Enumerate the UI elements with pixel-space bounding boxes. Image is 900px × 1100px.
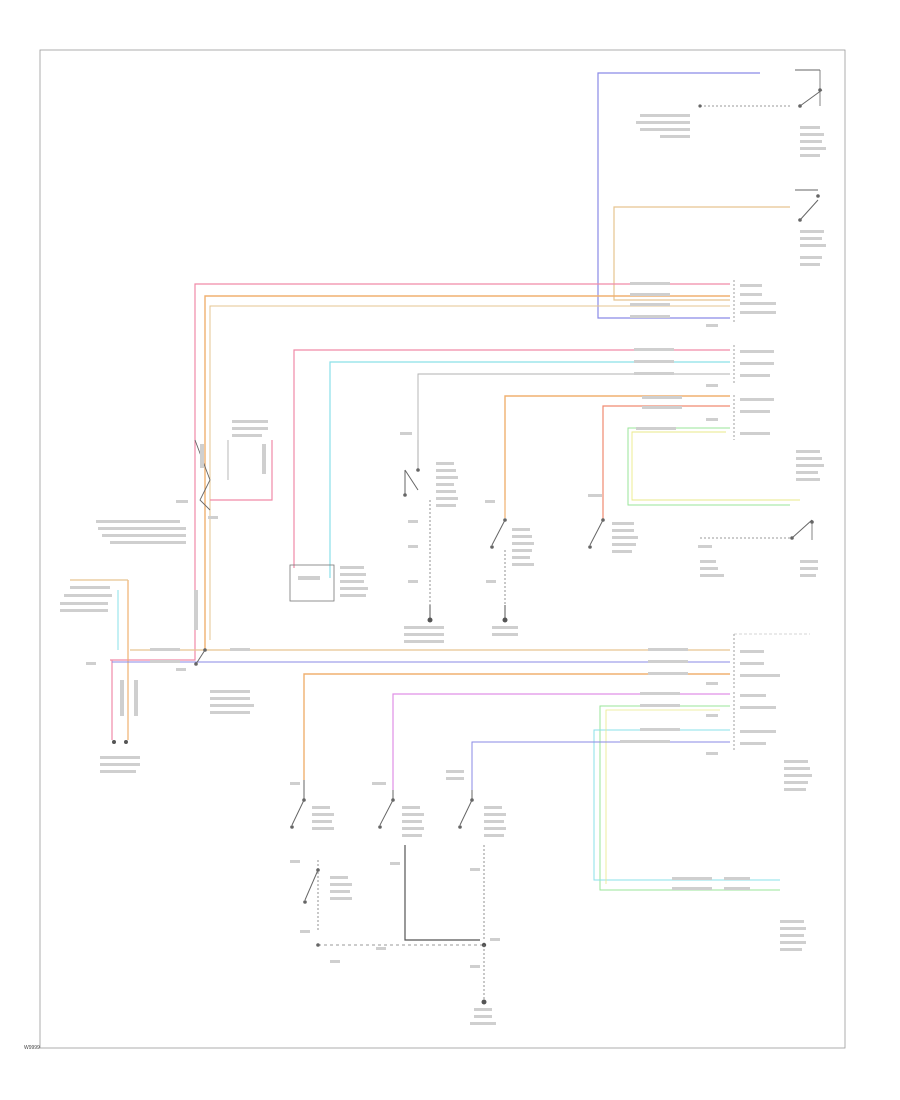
left-lower-switch [194, 590, 207, 666]
right-switch-lower [698, 519, 818, 577]
connector-block-5 [706, 692, 776, 755]
diagram-border [39, 49, 846, 1049]
label-block-right-mid [796, 450, 824, 481]
label-block-top-left [636, 114, 690, 138]
label-block-second [800, 230, 826, 266]
lower-switch-2 [372, 782, 480, 941]
wire-tan-second-switch [613, 206, 790, 301]
wire-orange-block-3a [504, 395, 730, 500]
diagram-code: W9999 [24, 1045, 40, 1051]
wire-pink-main [110, 283, 730, 661]
wire-green-block-5a [599, 705, 780, 891]
wire-yellow-block-5 [605, 709, 720, 884]
right-bottom-tags [672, 877, 806, 951]
left-far-connector [60, 579, 140, 773]
connector-block-3 [706, 395, 774, 440]
connector-block-1 [706, 280, 776, 327]
connector-block-4 [706, 633, 810, 690]
wire-tags-block-3 [636, 396, 682, 430]
label-block-top-right [800, 126, 826, 157]
second-switch [795, 189, 820, 222]
wire-yellow-block-3 [631, 431, 800, 501]
wire-blue-block-5 [471, 741, 730, 790]
wire-orange-main [204, 295, 730, 650]
wire-orange-block-4 [303, 673, 730, 780]
wire-cyan-block-2 [329, 361, 730, 578]
module-box [289, 564, 368, 602]
left-top-connector [96, 420, 273, 544]
wire-gray-block-2 [417, 373, 730, 440]
wire-green-block-3 [627, 427, 790, 506]
wire-cyan-block-5 [593, 729, 780, 881]
center-ground-1 [404, 605, 444, 643]
top-right-switch [698, 69, 823, 108]
wire-violet-block-5 [392, 693, 730, 790]
wire-tags-block-5 [620, 692, 680, 743]
lower-switch-3 [446, 770, 506, 940]
label-block-right-lower [784, 760, 812, 791]
middle-switch [485, 500, 534, 636]
center-switch-column [400, 432, 458, 610]
connector-block-2 [706, 345, 774, 387]
switch-orange-right [588, 494, 638, 553]
wire-orange-block-3b [602, 405, 730, 520]
wire-pink-block-2 [293, 349, 730, 568]
wire-tan-main [209, 305, 730, 640]
lower-switch-1 [290, 780, 352, 933]
wire-tags-block-1 [630, 282, 670, 318]
wire-tags-block-2 [634, 348, 674, 375]
wire-tags-block-4 [150, 648, 688, 714]
wire-blue-top [597, 72, 760, 319]
bottom-bus [316, 938, 500, 1025]
